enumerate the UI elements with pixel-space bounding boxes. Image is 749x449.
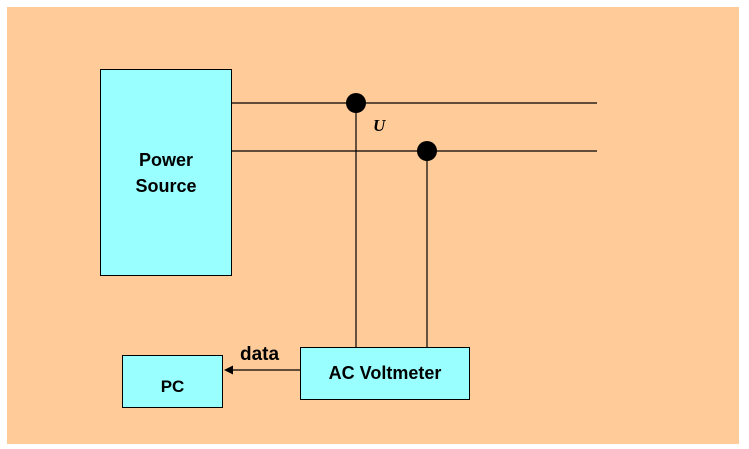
ac-voltmeter-box: AC Voltmeter [300,347,470,400]
data-arrow-head [224,365,233,375]
power-source-box: Power Source [100,69,232,276]
ac-voltmeter-label: AC Voltmeter [328,363,442,383]
junction-dot-1 [346,93,366,113]
pc-box: PC [122,355,223,408]
data-label: data [240,344,280,365]
pc-label: PC [160,376,185,396]
power-source-label: Power Source [135,149,197,196]
voltage-label: U [373,116,386,135]
junction-dot-2 [417,141,437,161]
